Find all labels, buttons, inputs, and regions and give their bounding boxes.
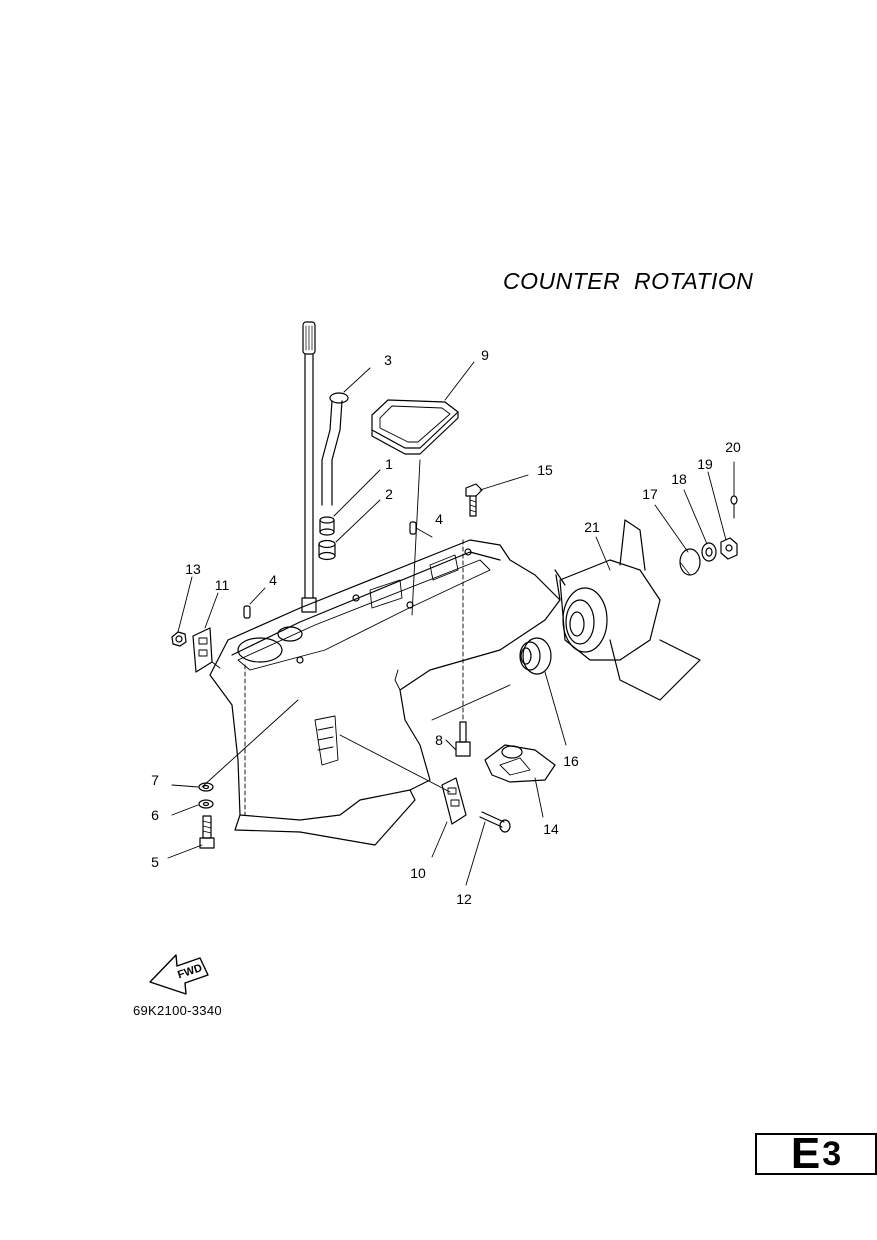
grommets bbox=[318, 516, 336, 561]
callout-1: 1 bbox=[385, 456, 393, 472]
gasket bbox=[371, 399, 459, 455]
callout-5: 5 bbox=[151, 854, 159, 870]
lower-casing bbox=[209, 539, 561, 846]
callout-9: 9 bbox=[481, 347, 489, 363]
callout-11: 11 bbox=[214, 577, 230, 593]
nut-19 bbox=[720, 537, 738, 560]
callout-4: 4 bbox=[435, 511, 443, 527]
callout-7: 7 bbox=[151, 772, 159, 788]
callout-20: 20 bbox=[725, 439, 741, 455]
anode-11 bbox=[192, 627, 221, 673]
bolt-8 bbox=[455, 539, 471, 757]
callout-10: 10 bbox=[410, 865, 426, 881]
section-number: 3 bbox=[822, 1135, 842, 1173]
callout-18: 18 bbox=[671, 471, 687, 487]
leader-lines bbox=[167, 361, 735, 886]
callout-8: 8 bbox=[435, 732, 443, 748]
trim-tab bbox=[484, 744, 556, 783]
callout-14: 14 bbox=[543, 821, 559, 837]
section-letter: E bbox=[790, 1129, 821, 1178]
propeller bbox=[554, 519, 701, 701]
section-badge: E 3 bbox=[755, 1129, 877, 1178]
diagram-code: 69K2100-3340 bbox=[133, 1003, 222, 1018]
callout-13: 13 bbox=[185, 561, 201, 577]
anode-10 bbox=[441, 777, 467, 825]
screw-12 bbox=[479, 811, 511, 833]
callout-16: 16 bbox=[563, 753, 579, 769]
callout-21: 21 bbox=[584, 519, 600, 535]
callout-17: 17 bbox=[642, 486, 658, 502]
cotter-pin-20 bbox=[730, 495, 738, 519]
bolt-5 bbox=[199, 815, 215, 849]
callout-12: 12 bbox=[456, 891, 472, 907]
shift-rod bbox=[301, 321, 317, 613]
callout-6: 6 bbox=[151, 807, 159, 823]
spacer-17 bbox=[679, 548, 701, 576]
callout-3: 3 bbox=[384, 352, 392, 368]
nut-13 bbox=[171, 631, 187, 647]
bolt-15 bbox=[465, 483, 483, 517]
diagram-title: COUNTER ROTATION bbox=[503, 268, 754, 294]
washer-18 bbox=[701, 542, 717, 562]
callout-15: 15 bbox=[537, 462, 553, 478]
callout-19: 19 bbox=[697, 456, 713, 472]
fwd-arrow-icon: FWD bbox=[149, 954, 209, 995]
water-tube bbox=[321, 392, 349, 506]
spacer-16 bbox=[519, 637, 552, 675]
dowel-pins bbox=[243, 521, 417, 619]
washers-6-7 bbox=[198, 782, 214, 809]
callout-2: 2 bbox=[385, 486, 393, 502]
callout-4: 4 bbox=[269, 572, 277, 588]
